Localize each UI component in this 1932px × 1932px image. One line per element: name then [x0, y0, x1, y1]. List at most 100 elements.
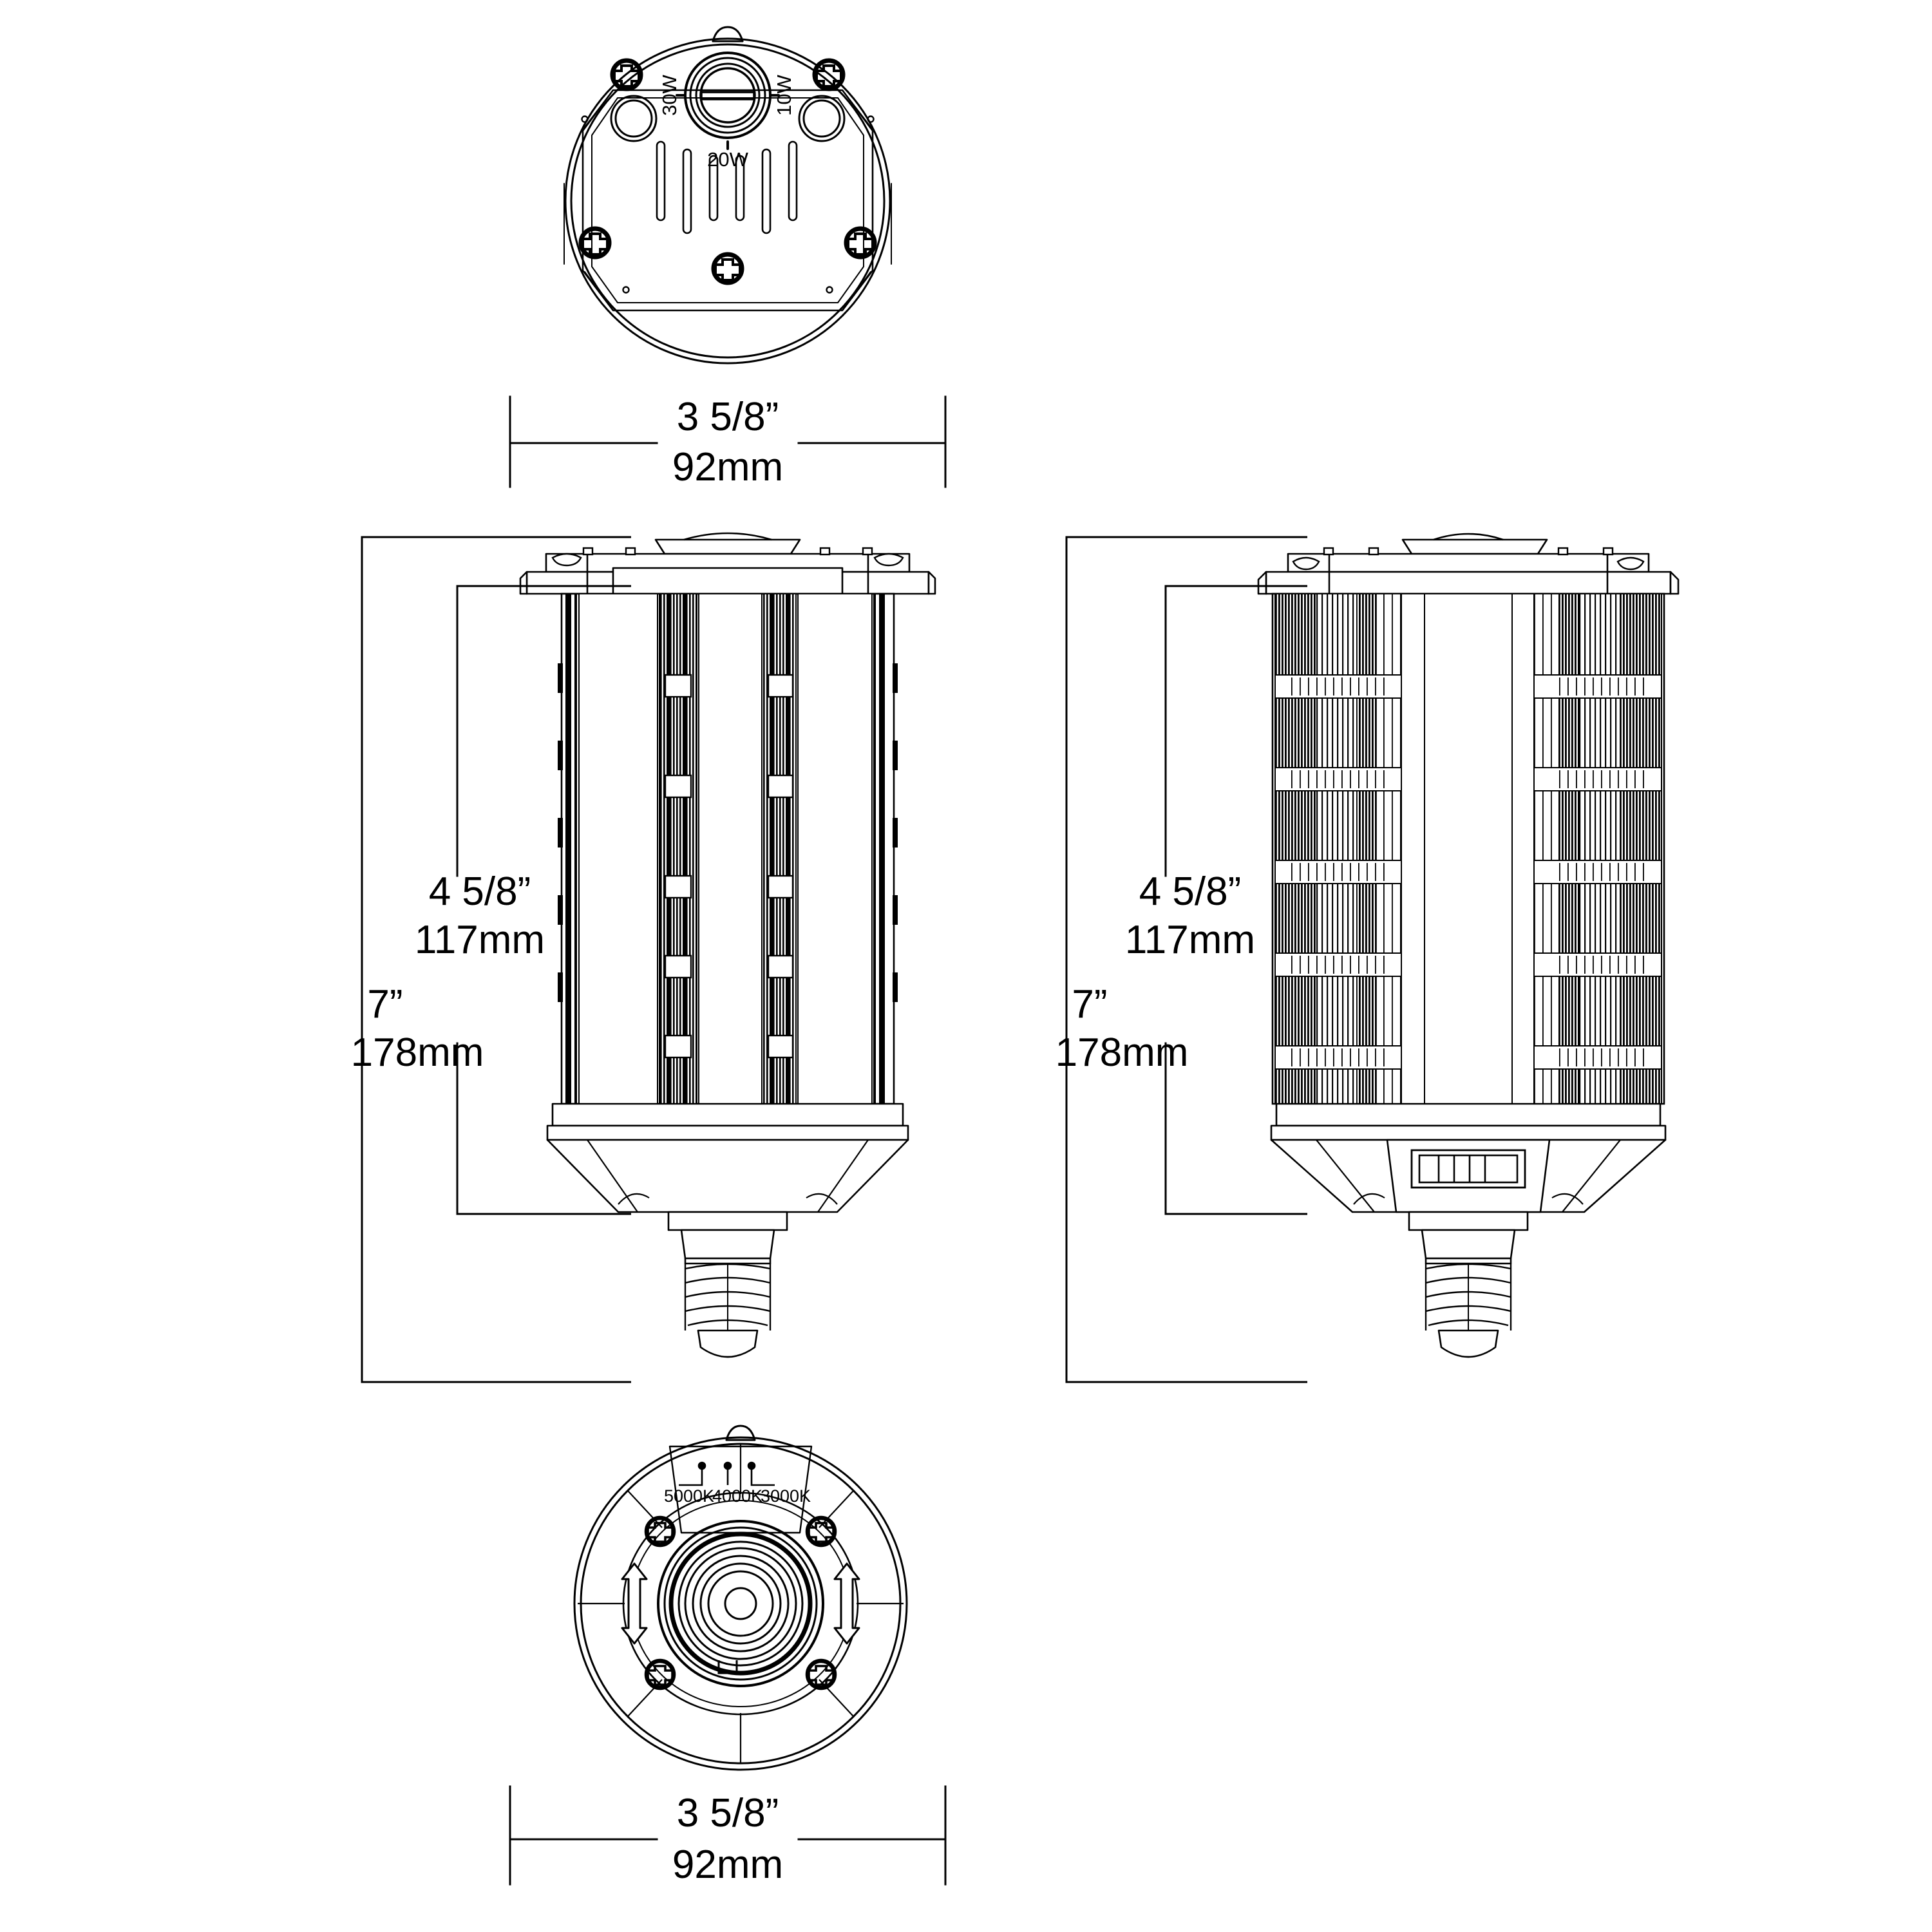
- top-spoke-ll: [584, 271, 614, 311]
- vent-slot-group: [656, 140, 798, 234]
- cap-tab: [862, 547, 873, 556]
- top-view: 30W 10W 20W: [564, 26, 892, 365]
- top-inner-plate-offset: [591, 97, 864, 303]
- cct-slide-switch[interactable]: [1410, 1149, 1526, 1189]
- cap-dial-dome: [1433, 533, 1504, 541]
- side-body: [1271, 592, 1665, 1105]
- vent-slot: [682, 148, 692, 234]
- front-heatsink: [546, 1103, 909, 1213]
- cct-dot-3000k: [747, 1461, 756, 1470]
- phillips-screw-icon: [805, 1658, 837, 1690]
- cap-step-right: [1669, 571, 1680, 595]
- base-tip: [1437, 1329, 1499, 1358]
- body-notch: [558, 741, 563, 770]
- vent-slot: [656, 140, 666, 222]
- side-view: [1257, 533, 1680, 1358]
- cap-screw-side: [1292, 556, 1645, 571]
- led-chip-group: [664, 674, 692, 1059]
- cap-mid-plate: [1265, 571, 1672, 595]
- top-outer-circle: [564, 37, 891, 365]
- top-dim-inches: 3 5/8”: [677, 395, 779, 439]
- cap-tab: [819, 547, 831, 556]
- front-overall-dim-mm: 178mm: [351, 1030, 484, 1075]
- body-notch: [893, 663, 898, 693]
- led-chip: [664, 875, 692, 899]
- body-notch: [893, 741, 898, 770]
- edge-fin: [879, 594, 885, 1104]
- body-notch: [558, 818, 563, 848]
- socket-rings: [657, 1520, 824, 1687]
- radial-spoke: [819, 1490, 854, 1528]
- base-tip: [697, 1329, 759, 1358]
- cap-collar: [612, 567, 844, 595]
- fin-stack-right: [1533, 593, 1662, 1104]
- e39-screw-base: [667, 1211, 788, 1358]
- screw-group: [644, 1515, 837, 1690]
- bottom-view: 5000K 4000K 3000K: [573, 1425, 908, 1771]
- top-spoke-lr: [842, 271, 871, 311]
- body-notch: [893, 818, 898, 848]
- led-chip: [664, 674, 692, 698]
- boss-right-inner: [802, 99, 841, 138]
- adjust-arrow-left: [621, 1562, 648, 1645]
- side-body-dim-mm: 117mm: [1125, 918, 1255, 962]
- cap-tab: [582, 547, 594, 556]
- side-body-dim-inches: 4 5/8”: [1139, 869, 1242, 914]
- phillips-screw-icon: [711, 252, 744, 285]
- bottom-dim-inches: 3 5/8”: [677, 1791, 779, 1835]
- wattage-dial[interactable]: [684, 52, 772, 139]
- side-top-cap: [1257, 533, 1680, 595]
- body-notch: [893, 972, 898, 1002]
- led-chip: [767, 875, 794, 899]
- phillips-screw-icon: [805, 1515, 837, 1548]
- label-5000k: 5000K: [664, 1486, 714, 1506]
- bottom-dim-mm: 92mm: [672, 1842, 783, 1887]
- front-body: [558, 592, 898, 1105]
- phillips-screw-icon: [812, 58, 846, 91]
- label-30w: 30W: [658, 74, 681, 115]
- led-chip: [664, 954, 692, 979]
- pin-hole: [622, 286, 630, 294]
- side-overall-dim-inches: 7”: [1072, 982, 1107, 1027]
- body-notch: [558, 663, 563, 693]
- heatsink-dimple: [1551, 1193, 1584, 1205]
- pin-hole: [581, 115, 589, 123]
- side-view-dimensions: 4 5/8” 117mm 7” 178mm: [1056, 536, 1307, 1383]
- cap-dial-hub: [1401, 538, 1548, 555]
- boss-right-outer: [798, 95, 846, 142]
- vent-slot: [735, 155, 745, 222]
- vent-slot: [708, 155, 719, 222]
- cap-dial-dome: [683, 532, 772, 541]
- front-body-dim-inches: 4 5/8”: [429, 869, 531, 914]
- e39-screw-base: [1408, 1211, 1529, 1358]
- pin-hole: [826, 286, 833, 294]
- phillips-screw-icon: [610, 58, 643, 91]
- led-chip: [767, 774, 794, 799]
- heatsink-dimple: [618, 1193, 650, 1205]
- phillips-screw-icon: [844, 226, 877, 260]
- boss-left-outer: [610, 95, 658, 142]
- cct-leader-group: [679, 1461, 775, 1486]
- led-chip-group: [767, 674, 794, 1059]
- cap-dial-hub: [654, 538, 801, 555]
- bottom-nub: [725, 1425, 756, 1441]
- screw-group: [578, 58, 877, 285]
- radial-spoke: [627, 1490, 663, 1528]
- led-chip: [767, 954, 794, 979]
- phillips-screw-icon: [644, 1515, 676, 1548]
- adjust-arrow-right: [833, 1562, 860, 1645]
- cap-tab: [1323, 547, 1334, 556]
- body-notch: [558, 972, 563, 1002]
- cap-tab: [1602, 547, 1614, 556]
- phillips-screw-icon: [644, 1658, 676, 1690]
- front-top-cap: [519, 532, 936, 595]
- front-view: [519, 532, 936, 1358]
- top-dim-mm: 92mm: [672, 445, 783, 489]
- front-overall-dim-inches: 7”: [367, 982, 402, 1027]
- bottom-outer-circle: [573, 1436, 908, 1771]
- label-20w: 20W: [707, 148, 748, 171]
- side-overall-dim-mm: 178mm: [1056, 1030, 1189, 1075]
- edge-fin: [565, 594, 571, 1104]
- front-view-dimensions: 4 5/8” 117mm 7” 178mm: [351, 536, 631, 1383]
